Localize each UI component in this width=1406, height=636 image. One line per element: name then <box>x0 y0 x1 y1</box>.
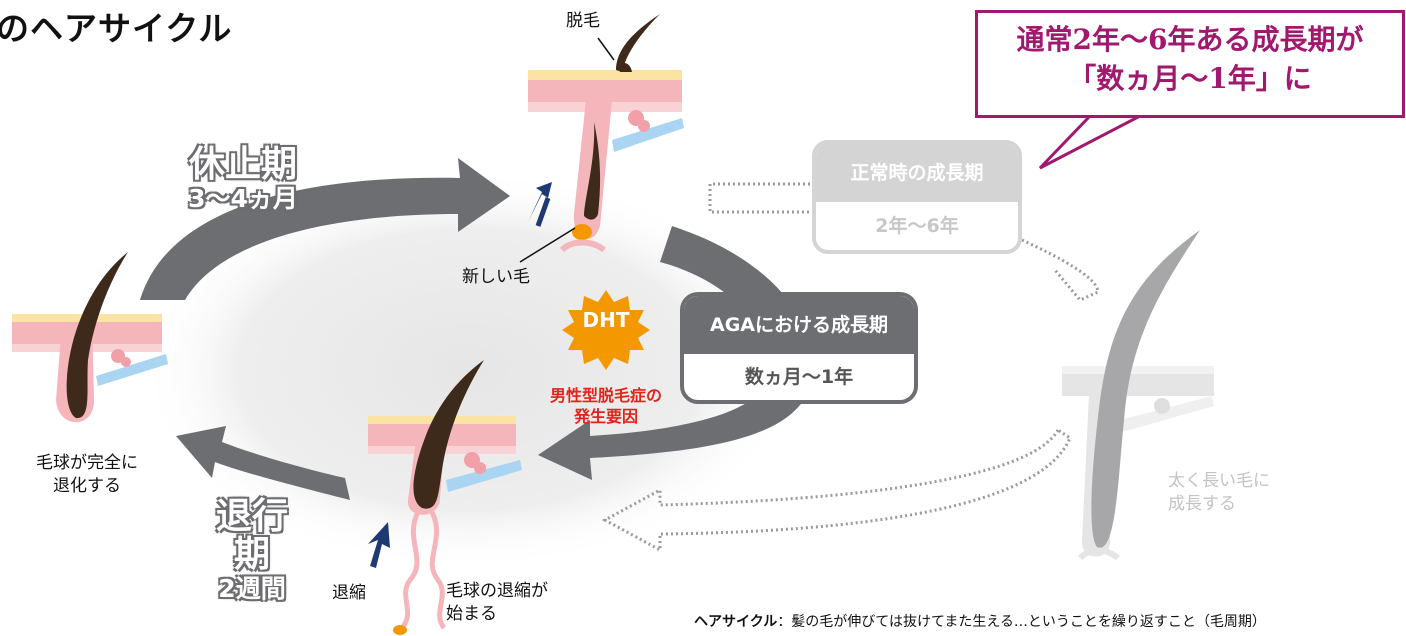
dht-caption-line-2: 発生要因 <box>573 406 638 426</box>
regression-arrow <box>176 426 350 500</box>
resting-arrow <box>140 158 510 300</box>
footnote-term: ヘアサイクル <box>694 614 778 630</box>
bulb-shrink-line-2: 始まる <box>446 603 497 624</box>
dht-caption-line-1: 男性型脱毛症の <box>549 386 662 405</box>
regression-phase-name: 退行期 <box>215 496 288 575</box>
bulb-regressed-label: 毛球が完全に 退化する <box>20 452 154 498</box>
callout-line-1: 通常2年〜6年ある成長期が <box>1016 23 1364 56</box>
callout-line-2: 「数ヵ月〜1年」に <box>1068 61 1312 95</box>
dht-label: DHT <box>582 308 630 332</box>
up-arrow-top <box>528 182 552 222</box>
shed-label: 脱毛 <box>566 11 600 31</box>
new-hair-label: 新しい毛 <box>462 267 530 287</box>
page-title: のヘアサイクル <box>0 9 233 48</box>
aga-growth-label: AGAにおける成長期 <box>684 296 914 354</box>
aga-growth-duration: 数ヵ月〜1年 <box>744 366 854 388</box>
resting-phase-label: 休止期 3〜4ヵ月 <box>178 146 308 212</box>
shrink-label: 退縮 <box>332 583 366 603</box>
regression-phase-duration: 2週間 <box>218 573 286 603</box>
normal-growth-duration: 2年〜6年 <box>875 215 959 237</box>
callout-box: 通常2年〜6年ある成長期が 「数ヵ月〜1年」に <box>975 10 1405 118</box>
thick-hair-line-2: 成長する <box>1168 493 1236 514</box>
follicle-right-faded <box>1062 230 1214 561</box>
normal-cycle-dotted-upper <box>708 182 1100 302</box>
regression-phase-label: 退行期 2週間 <box>200 498 304 602</box>
thick-hair-line-1: 太く長い毛に <box>1168 471 1270 491</box>
dht-burst <box>562 290 650 370</box>
aga-growth-box: AGAにおける成長期 数ヵ月〜1年 <box>680 292 918 404</box>
normal-growth-label: 正常時の成長期 <box>816 144 1018 202</box>
resting-phase-duration: 3〜4ヵ月 <box>188 183 298 213</box>
bulb-shrink-label: 毛球の退縮が 始まる <box>446 580 548 626</box>
normal-cycle-dotted-lower <box>601 427 1072 553</box>
footnote-text: ：髪の毛が伸びては抜けてまた生える…ということを繰り返すこと（毛周期） <box>777 614 1266 630</box>
follicle-bottom <box>368 360 522 635</box>
follicle-left <box>12 252 168 423</box>
bulb-regressed-line-2: 退化する <box>53 475 121 496</box>
bulb-regressed-line-1: 毛球が完全に <box>36 453 138 473</box>
follicle-top <box>519 14 684 263</box>
thick-hair-label: 太く長い毛に 成長する <box>1168 470 1270 516</box>
resting-phase-name: 休止期 <box>188 144 297 185</box>
aga-growth-arrow <box>538 226 813 480</box>
footnote: ヘアサイクル：髪の毛が伸びては抜けてまた生える…ということを繰り返すこと（毛周期… <box>694 611 1266 631</box>
normal-growth-box: 正常時の成長期 2年〜6年 <box>812 140 1022 254</box>
callout-pointer <box>1038 114 1141 170</box>
dht-caption: 男性型脱毛症の 発生要因 <box>520 386 692 428</box>
up-arrow-bottom <box>368 522 390 568</box>
bulb-shrink-line-1: 毛球の退縮が <box>446 581 548 601</box>
